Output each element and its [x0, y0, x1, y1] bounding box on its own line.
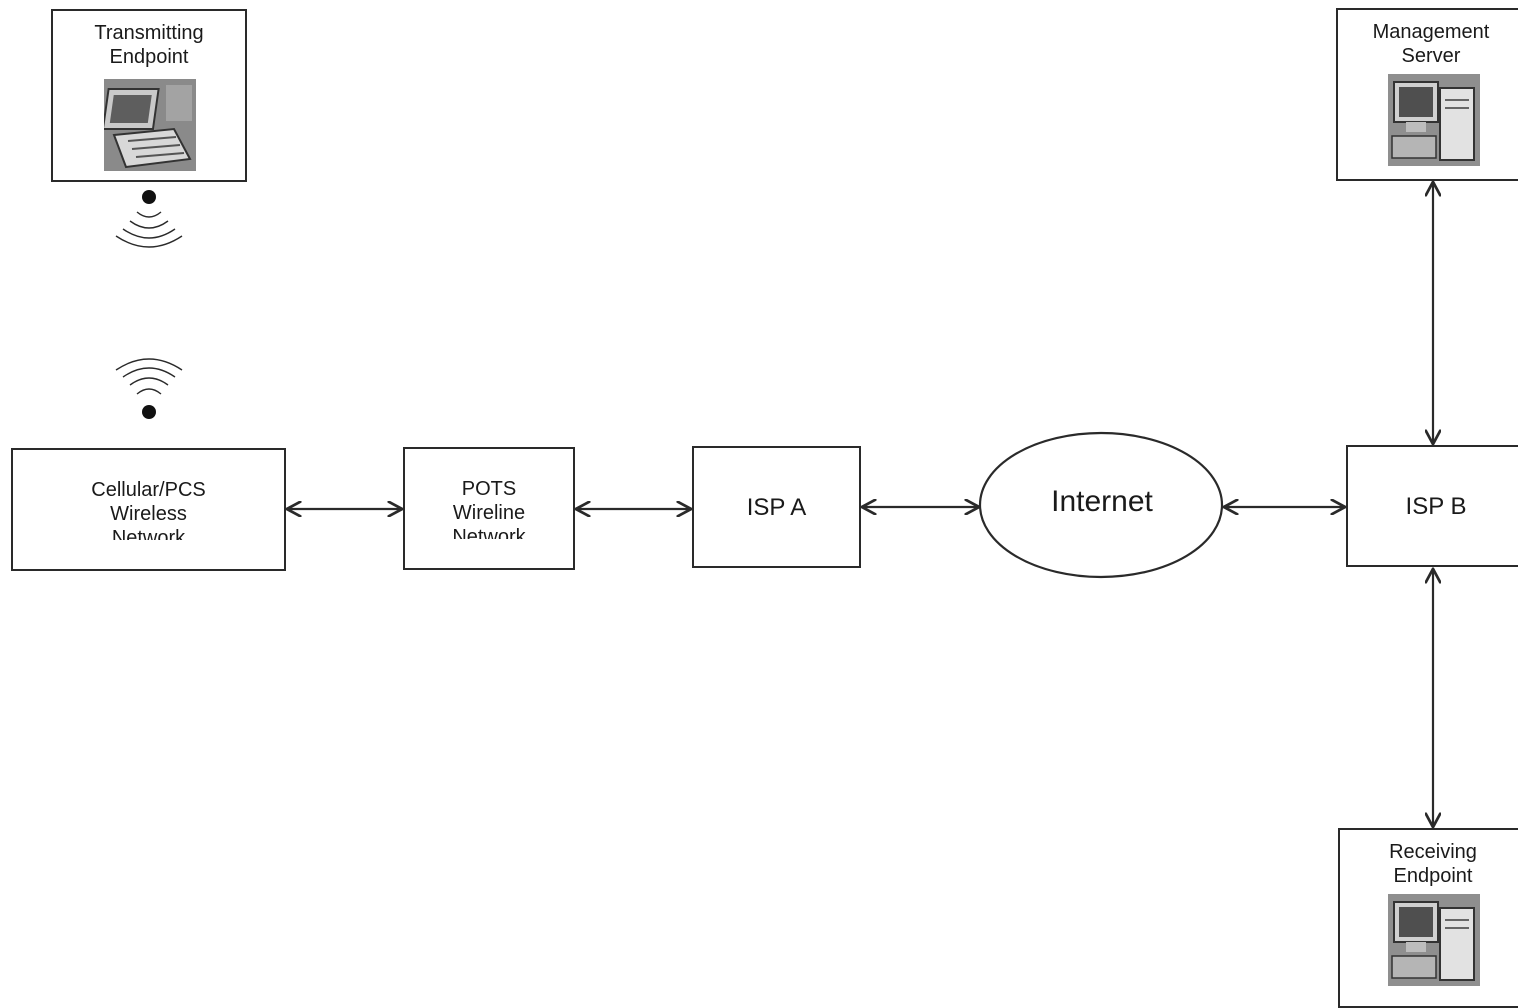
management-server-label: Management Server — [1372, 21, 1490, 67]
internet-label: Internet — [1051, 485, 1153, 518]
internet-ellipse — [978, 431, 1224, 579]
isp-a-label: ISP A — [746, 494, 807, 521]
transmitting-endpoint-label: Transmitting Endpoint — [94, 22, 204, 68]
cellular-network-box[interactable]: Cellular/PCS Wireless Network — [11, 448, 286, 571]
isp-b-label: ISP B — [1405, 493, 1467, 520]
pots-network-label: POTS Wireline Network — [452, 478, 526, 539]
server-computer-icon — [1388, 74, 1480, 166]
receiving-endpoint-label: Receiving Endpoint — [1389, 841, 1477, 887]
transmit-antenna-dot — [142, 190, 156, 204]
receiving-endpoint-box[interactable]: Receiving Endpoint — [1338, 828, 1518, 1008]
laptop-icon — [104, 79, 196, 171]
wireless-signal-icon — [115, 358, 183, 395]
management-server-box[interactable]: Management Server — [1336, 8, 1518, 181]
wireless-signal-icon — [115, 211, 183, 248]
desktop-computer-icon — [1388, 894, 1480, 986]
pots-network-box[interactable]: POTS Wireline Network — [403, 447, 575, 570]
transmitting-endpoint-box[interactable]: Transmitting Endpoint — [51, 9, 247, 182]
isp-a-box[interactable]: ISP A — [692, 446, 861, 568]
isp-b-box[interactable]: ISP B — [1346, 445, 1518, 567]
cellular-network-label: Cellular/PCS Wireless Network — [91, 479, 206, 540]
receive-antenna-dot — [142, 405, 156, 419]
